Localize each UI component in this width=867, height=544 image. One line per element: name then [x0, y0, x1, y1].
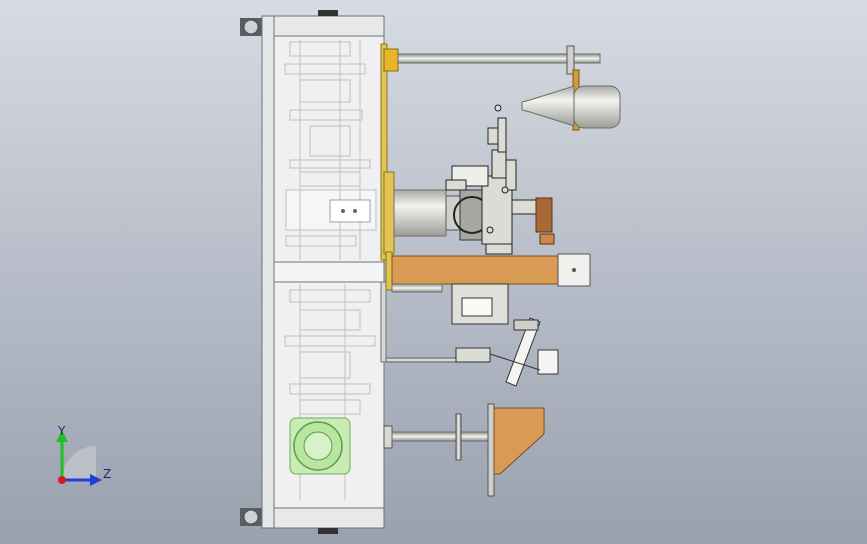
link-bracket — [537, 349, 559, 375]
lower-housing-window — [461, 297, 493, 317]
top-rod — [397, 53, 601, 64]
frame-column-left — [261, 15, 275, 529]
z-axis-label: Z — [103, 467, 112, 481]
top-lug — [318, 10, 338, 16]
brown-block — [535, 197, 553, 233]
bottom-lug — [318, 528, 338, 534]
beam-flange — [385, 251, 393, 291]
inner-bolt — [353, 209, 357, 213]
link-head — [513, 319, 539, 331]
rod-clamp — [566, 45, 575, 75]
bottle-neck — [521, 85, 575, 127]
beam-end-bolt — [572, 268, 576, 272]
lower-housing — [451, 283, 509, 325]
brown-block-lower — [539, 233, 555, 245]
lower-mechanism — [385, 283, 559, 387]
head-mount-flange — [383, 171, 395, 255]
top-leveler — [243, 19, 259, 35]
plate-edge-lower — [380, 281, 387, 363]
frame-mid-rail — [273, 261, 385, 283]
beam-end-block — [557, 253, 591, 287]
inner-bolt — [341, 209, 345, 213]
bottom-leveler — [243, 509, 259, 525]
green-gear-hub — [303, 431, 333, 461]
z-axis-arrow — [90, 474, 102, 486]
head-mechanism — [445, 104, 539, 255]
actuator-rod — [385, 357, 459, 363]
angled-link — [505, 317, 541, 387]
y-axis-label: Y — [58, 424, 66, 438]
triad-backplane — [62, 446, 96, 480]
copper-beam-assembly — [385, 251, 591, 291]
copper-beam — [391, 255, 559, 285]
copper-bracket — [493, 407, 545, 475]
actuator-body — [455, 347, 491, 363]
frame-bottom-cap — [273, 507, 385, 529]
plate-edge-upper — [380, 43, 388, 261]
lower-shaft — [391, 283, 443, 293]
brass-bushing — [383, 48, 399, 72]
y-axis-arrow — [56, 430, 68, 442]
head-cylinder — [393, 189, 447, 237]
link-wire — [489, 353, 541, 371]
bottom-rod — [391, 431, 489, 442]
axis-triad — [56, 430, 102, 486]
central-head-assembly — [383, 104, 555, 255]
bracket-post — [487, 403, 495, 497]
frame-top-cap — [273, 15, 385, 37]
top-rod-assembly — [383, 45, 621, 131]
inner-block — [329, 199, 371, 223]
main-frame — [240, 10, 388, 534]
bottom-rod-collar — [455, 413, 462, 461]
bottom-rod-mount — [383, 425, 393, 449]
x-axis-dot — [58, 476, 66, 484]
bottom-rod-assembly — [383, 403, 545, 497]
bottle-body — [573, 85, 621, 129]
